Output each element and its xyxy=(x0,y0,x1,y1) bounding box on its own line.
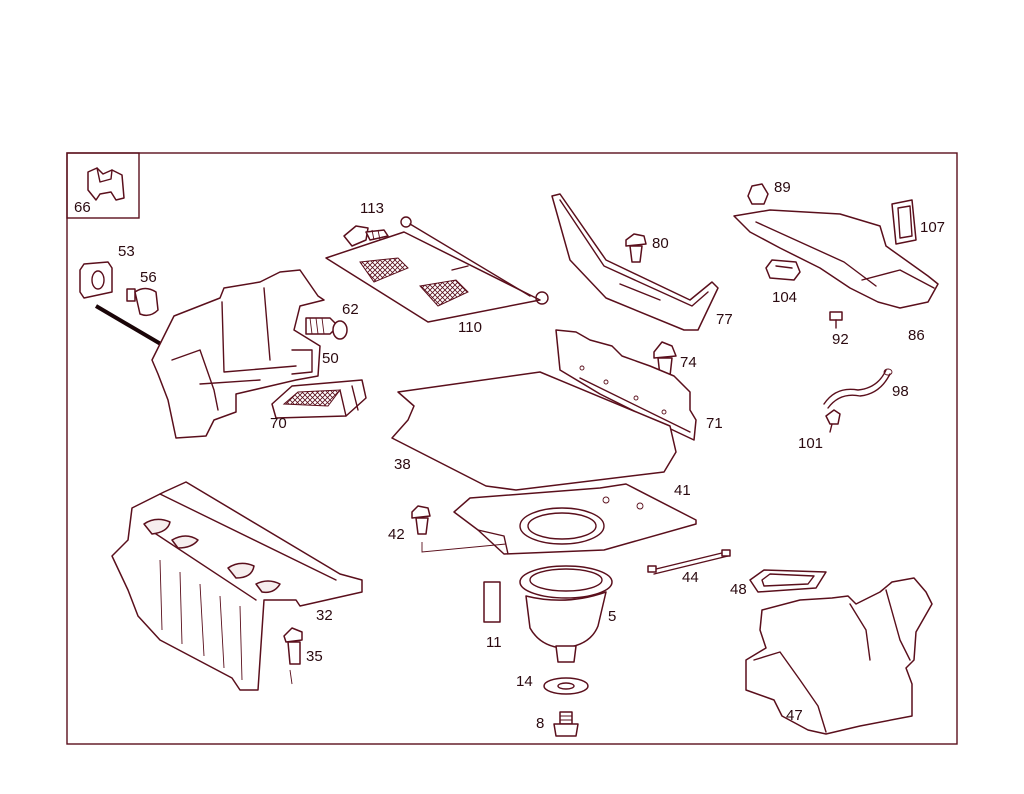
label-38: 38 xyxy=(394,456,411,473)
label-47: 47 xyxy=(786,707,803,724)
part-104-retainer xyxy=(765,259,801,281)
part-50-side-trim-left xyxy=(151,269,325,439)
label-101: 101 xyxy=(798,435,823,452)
label-53: 53 xyxy=(118,243,135,260)
part-44-strap xyxy=(647,549,731,575)
label-62: 62 xyxy=(342,301,359,318)
label-48: 48 xyxy=(730,581,747,598)
label-113: 113 xyxy=(360,200,384,217)
part-98-hook xyxy=(823,368,893,409)
label-41: 41 xyxy=(674,482,691,499)
label-50: 50 xyxy=(322,350,339,367)
label-74: 74 xyxy=(680,354,697,371)
label-80: 80 xyxy=(652,235,669,252)
label-32: 32 xyxy=(316,607,333,624)
part-14-washer xyxy=(543,677,589,695)
label-56: 56 xyxy=(140,269,157,286)
label-107: 107 xyxy=(920,219,945,236)
part-86-trim xyxy=(733,209,939,309)
part-5-wheel-well xyxy=(519,565,613,663)
label-92: 92 xyxy=(832,331,849,348)
part-8-screw xyxy=(553,711,579,737)
label-86: 86 xyxy=(908,327,925,344)
label-110: 110 xyxy=(458,319,482,336)
part-89-clip xyxy=(747,183,769,205)
part-56-knob xyxy=(126,287,159,317)
diagram-frame xyxy=(66,152,958,745)
part-53-holder xyxy=(79,261,113,299)
part-47-side-trim-right xyxy=(745,577,933,735)
part-42-clip xyxy=(411,505,507,553)
label-71: 71 xyxy=(706,415,723,432)
label-44: 44 xyxy=(682,569,699,586)
label-35: 35 xyxy=(306,648,323,665)
part-48-grille-frame xyxy=(749,569,827,593)
part-70-vent xyxy=(271,379,367,419)
part-35-clip xyxy=(283,627,303,685)
part-11-pad xyxy=(483,581,501,623)
part-80-clip xyxy=(625,233,647,263)
label-89: 89 xyxy=(774,179,791,196)
label-11: 11 xyxy=(486,634,502,651)
part-62-rivet xyxy=(305,317,348,340)
label-70: 70 xyxy=(270,415,287,432)
label-14: 14 xyxy=(516,673,533,690)
label-98: 98 xyxy=(892,383,909,400)
part-92-screw xyxy=(829,311,843,329)
part-41-floor-board xyxy=(453,483,697,555)
label-5: 5 xyxy=(608,608,616,625)
part-107-cover xyxy=(891,199,917,245)
part-32-rear-panel xyxy=(111,481,363,691)
label-42: 42 xyxy=(388,526,405,543)
label-104: 104 xyxy=(772,289,797,306)
label-77: 77 xyxy=(716,311,733,328)
part-71-rear-wall xyxy=(555,329,697,441)
part-110-cargo-net xyxy=(325,216,549,323)
inset-box xyxy=(66,152,140,219)
part-113-bracket xyxy=(343,225,389,247)
part-101-clip xyxy=(825,409,841,433)
label-66: 66 xyxy=(74,199,91,216)
part-66-clip xyxy=(87,167,125,201)
label-8: 8 xyxy=(536,715,544,732)
part-77-sill-trim xyxy=(551,193,719,331)
part-38-floor-mat xyxy=(391,371,677,491)
